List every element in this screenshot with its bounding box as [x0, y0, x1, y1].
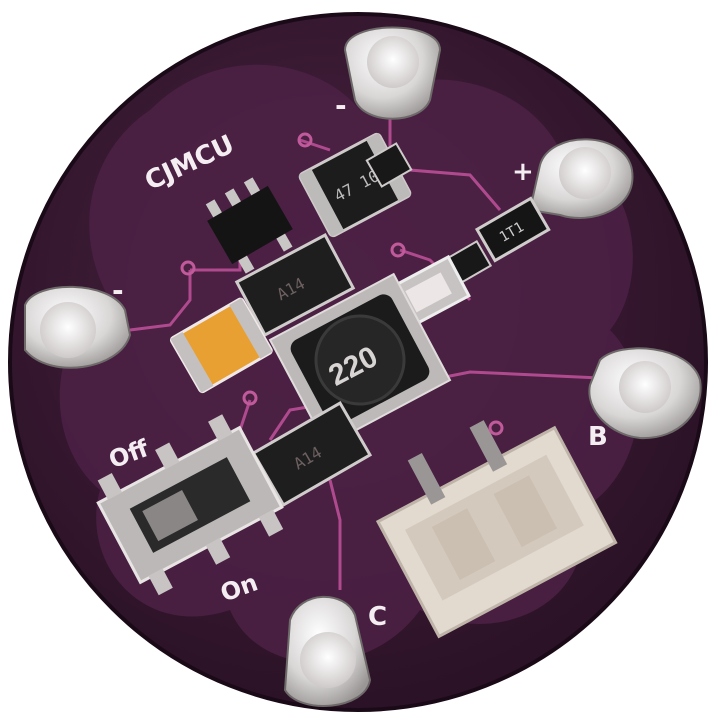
pad-minus-left [24, 285, 132, 369]
pad-minus-left-label: - [112, 274, 124, 307]
pad-b [588, 347, 702, 440]
resistor-top-right: 1T1 [474, 196, 551, 263]
inductor: 220 [268, 272, 452, 448]
pad-b-label: B [588, 422, 608, 452]
slide-switch [96, 414, 284, 596]
pad-plus-label: + [512, 157, 534, 187]
pad-minus-top [343, 26, 442, 120]
jst-connector [375, 420, 618, 639]
pad-c [283, 595, 372, 707]
resistor-small-a [365, 142, 413, 188]
pad-c-label: C [368, 602, 387, 632]
diode-bottom: A14 [251, 400, 373, 508]
orange-capacitor [169, 297, 273, 394]
pad-minus-top-label: - [335, 89, 347, 122]
ic-sot23 [205, 177, 293, 274]
vias [180, 132, 504, 436]
pad-plus [528, 138, 634, 219]
diode-top: A14 [234, 233, 356, 337]
